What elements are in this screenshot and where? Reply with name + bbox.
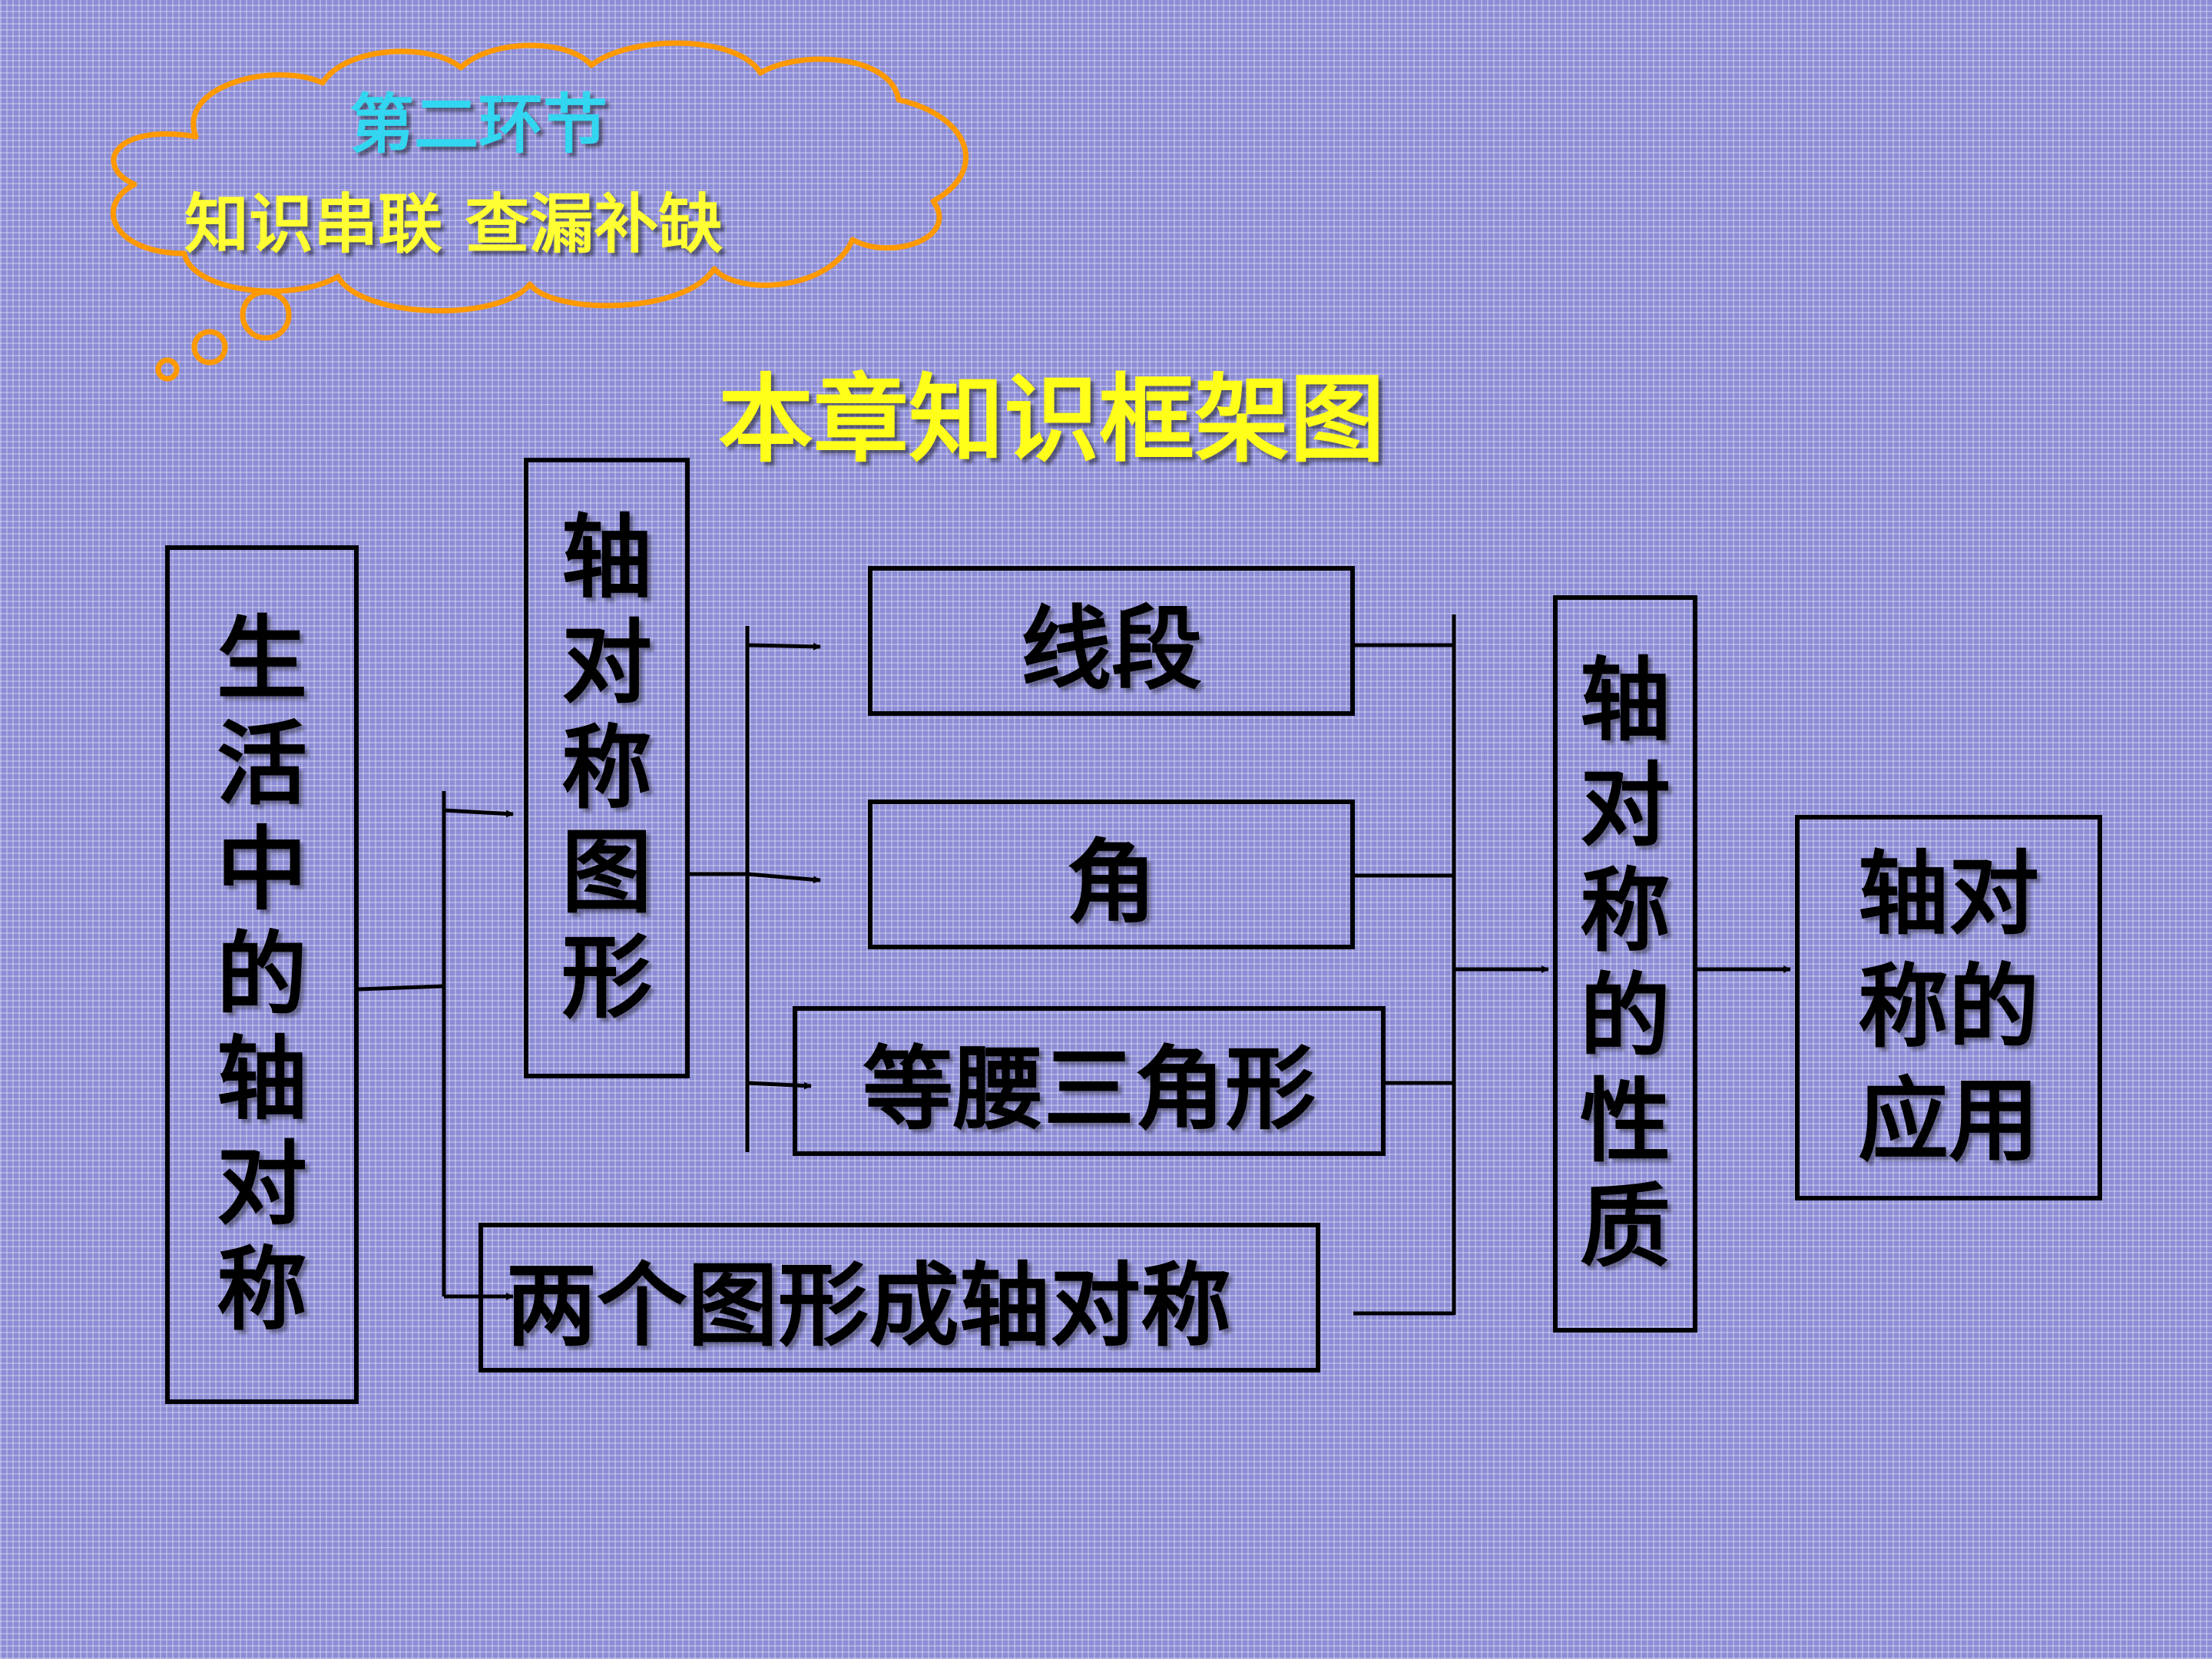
node-axis-symmetry-property: 轴 对 称 的 性 质 [1553, 595, 1697, 1333]
node-line: 应用 [1857, 1067, 2039, 1174]
arrow-to-angle [747, 872, 821, 884]
cloud-bubble-small [155, 357, 180, 382]
node-axis-symmetric-figure: 轴 对 称 图 形 [524, 458, 690, 1078]
node-char: 生 [216, 605, 307, 712]
node-char: 质 [1579, 1173, 1671, 1280]
node-char: 称 [1579, 858, 1671, 965]
node-char: 称 [216, 1237, 307, 1343]
diagram-title: 本章知识框架图 [718, 365, 1386, 475]
node-char: 形 [561, 925, 652, 1031]
node-label: 等腰三角形 [862, 1036, 1316, 1142]
cloud-line-2: 知识串联 查漏补缺 [184, 187, 724, 262]
node-label: 两个图形成轴对称 [506, 1253, 1232, 1359]
node-angle: 角 [868, 800, 1355, 949]
node-char: 对 [216, 1131, 307, 1238]
node-char: 活 [216, 710, 307, 817]
node-line: 称的 [1857, 954, 2039, 1061]
node-label: 角 [1065, 830, 1157, 935]
node-char: 的 [216, 921, 307, 1028]
node-two-figures-symmetric: 两个图形成轴对称 [478, 1223, 1320, 1373]
node-char: 对 [561, 609, 652, 716]
node-line: 轴对 [1857, 840, 2039, 947]
node-segment: 线段 [868, 566, 1355, 716]
cloud-bubble-large [240, 289, 292, 341]
node-life-axis-symmetry: 生 活 中 的 轴 对 称 [165, 545, 359, 1404]
node-char: 轴 [561, 504, 652, 611]
cloud-outline [110, 40, 969, 314]
node-char: 轴 [216, 1026, 307, 1133]
node-label: 线段 [1020, 596, 1202, 702]
node-char: 轴 [1579, 647, 1671, 754]
arrow-to-axis-figure [443, 808, 514, 818]
node-char: 图 [561, 820, 652, 926]
node-char: 性 [1579, 1068, 1671, 1174]
node-char: 中 [216, 816, 307, 922]
arrow-to-isosceles [747, 1081, 812, 1090]
connector-life-out [358, 984, 445, 992]
node-char: 的 [1579, 963, 1671, 1069]
cloud-bubble-medium [191, 329, 228, 366]
node-char: 称 [561, 714, 652, 821]
node-isosceles-triangle: 等腰三角形 [793, 1006, 1386, 1156]
node-char: 对 [1579, 753, 1671, 859]
node-axis-symmetry-application: 轴对 称的 应用 [1795, 815, 2102, 1200]
cloud-line-1: 第二环节 [349, 87, 608, 162]
arrow-to-segment [747, 642, 821, 651]
